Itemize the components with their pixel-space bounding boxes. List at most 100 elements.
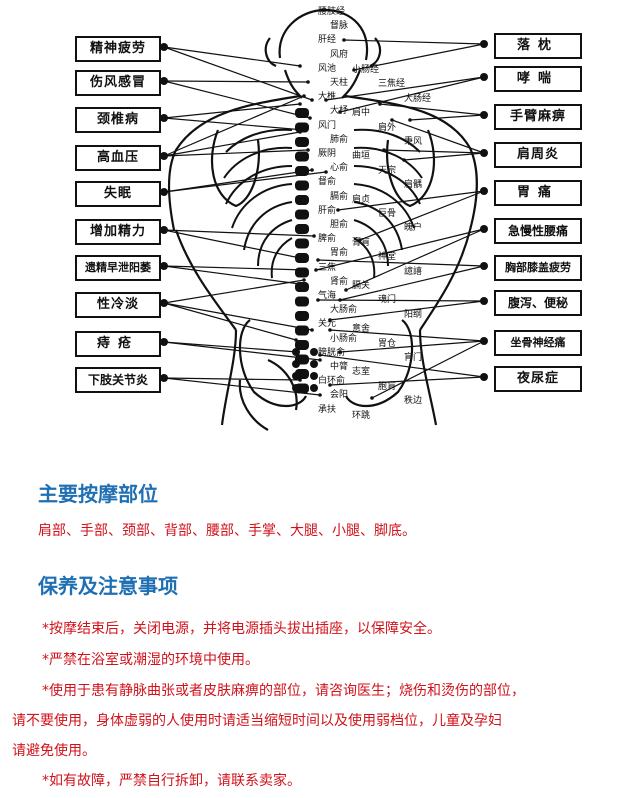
leader-line [163,149,309,157]
leader-line [315,228,485,271]
leader-line [163,302,313,331]
leader-dot [480,262,488,270]
sacral-hole [310,348,318,356]
care-note: *如有故障，严禁自行拆卸，请联系卖家。 [42,773,301,789]
leader-dot [480,111,488,119]
leader-dot [160,374,168,382]
leader-dot [480,337,488,345]
acupoint-label: 肩髃 [404,180,423,191]
acupoint-label: 厥阴 [318,149,337,159]
acupoint-label: 三焦 [318,262,337,273]
leader-dot [160,338,168,346]
ailment-label: 失眠 [75,181,161,207]
leader-dot [298,64,302,68]
ailment-label: 高血压 [75,145,161,171]
leader-line [163,341,299,353]
acupoint-label: 魂门 [378,295,397,306]
ailment-label: 落枕 [494,33,582,59]
leader-line [317,259,485,267]
acupoint-label: 膏肓 [352,237,371,248]
ailment-label: 伤风感冒 [75,70,161,96]
ailment-label: 坐骨神经痛 [494,330,582,356]
leader-dot [296,350,300,354]
vertebra [295,238,309,249]
acupoint-label: 督俞 [318,177,337,188]
leader-line [163,117,305,131]
sacral-hole [310,384,318,392]
leader-dot [160,152,168,160]
acupoint-label: 小肠俞 [330,333,358,344]
leader-line [391,119,485,154]
acupoint-label: 腰肢经 [318,7,346,17]
ailment-label: 性冷淡 [75,292,161,318]
leader-line [353,43,485,71]
vertebra [295,209,309,220]
leader-line [383,149,485,154]
ailment-label: 急慢性腰痛 [494,218,582,244]
leader-line [163,279,305,304]
leader-line [329,376,485,386]
acupoint-label: 风门 [318,120,337,131]
sacral-hole [310,360,318,368]
leader-dot [302,278,306,282]
acupoint-label: 譩譆 [404,266,423,277]
acupoint-label: 中膂 [330,362,349,372]
acupoint-label: 胃仓 [378,338,397,349]
sacral-hole [292,360,300,368]
vertebra [295,137,309,147]
leader-line [163,377,301,381]
leader-dot [298,130,302,134]
ailment-label: 下肢关节炎 [75,367,161,393]
leader-line [329,300,485,321]
leader-dot [318,358,322,362]
acupoint-label: 曲垣 [352,151,371,162]
leader-dot [328,328,332,332]
vertebra [295,122,309,133]
acupoint-label: 大肠经 [404,93,432,104]
vertebra [295,151,309,162]
ailment-label: 胃痛 [494,180,582,206]
leader-line [403,152,485,161]
vertebra [295,224,309,234]
leader-dot [310,328,314,332]
leader-dot [302,94,306,98]
acupoint-label: 肝经 [318,35,337,46]
leader-line [163,46,313,101]
massage-areas-text: 肩部、手部、颈部、背部、腰部、手掌、大腿、小腿、脚底。 [38,523,416,539]
massage-areas-heading: 主要按摩部位 [38,482,158,506]
leader-dot [480,40,488,48]
leader-dot [160,43,168,51]
leader-dot [358,238,362,242]
leader-line [339,340,485,353]
leader-dot [338,110,342,114]
leader-line [345,228,485,291]
leader-line [163,103,301,119]
acupoint-label: 胆俞 [330,220,349,230]
ailment-label: 肩周炎 [494,142,582,168]
acupoint-label: 白环俞 [318,376,346,387]
leader-dot [316,298,320,302]
acupoint-diagram: 精神疲劳 伤风感冒 颈椎病 高血压 失眠 增加精力 遗精早泄阳萎 性冷淡 痔疮 … [75,7,582,431]
leader-dot [328,318,332,322]
acupoint-label: 巨骨 [378,209,397,219]
care-note: *使用于患有静脉曲张或者皮肤麻痹的部位，请咨询医生；烧伤和烫伤的部位， [42,683,525,699]
leader-line [163,341,321,361]
acupoint-label: 督脉 [330,21,349,32]
vertebra [295,253,309,263]
acupoint-label: 膈俞 [330,191,349,202]
leader-dot [298,282,302,286]
ailment-label: 胸部膝盖疲劳 [494,255,582,281]
leader-dot [294,338,298,342]
sacral-hole [310,372,318,380]
acupoint-label: 肩外 [378,122,397,133]
leader-dot [310,168,314,172]
ailment-label: 腹泻、便秘 [494,290,582,316]
leader-line [163,169,313,193]
leader-dot [336,208,340,212]
acupoint-label: 风府 [330,49,349,60]
acupoint-label: 气海 [318,291,337,301]
ailment-label: 颈椎病 [75,107,161,133]
acupoint-label: 肩中 [352,108,371,119]
acupoint-label: 胃俞 [330,248,349,259]
acupoint-label: 关元 [318,319,337,330]
